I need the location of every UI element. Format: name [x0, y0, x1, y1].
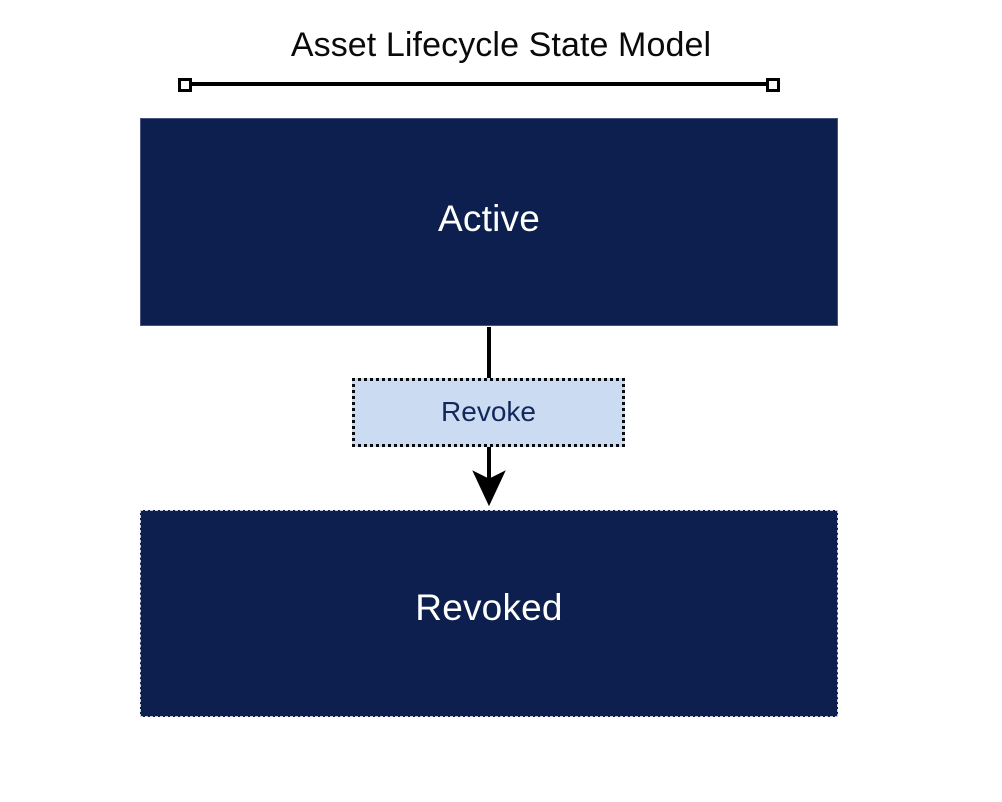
title-rule-right-handle-icon[interactable] [766, 78, 780, 92]
page-title: Asset Lifecycle State Model [290, 26, 712, 64]
title-rule [178, 76, 780, 92]
state-label-revoked: Revoked [415, 587, 563, 628]
title-rule-left-handle-icon[interactable] [178, 78, 192, 92]
transition-node-revoke[interactable]: Revoke [352, 378, 625, 447]
state-label-active: Active [438, 197, 540, 239]
transition-label-revoke: Revoke [441, 395, 536, 427]
state-node-revoked[interactable]: Revoked [140, 510, 838, 717]
state-node-active[interactable]: Active [140, 118, 838, 326]
title-rule-line [186, 82, 772, 86]
